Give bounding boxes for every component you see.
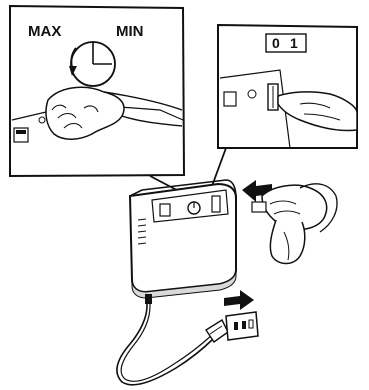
label-max: MAX bbox=[28, 23, 61, 40]
hands-pulling-tab bbox=[252, 184, 337, 264]
power-plug bbox=[206, 320, 228, 342]
label-min: MIN bbox=[116, 23, 144, 40]
knob-inset-panel: MAX MIN bbox=[10, 6, 184, 176]
switch-digit-1: 1 bbox=[290, 35, 298, 51]
switch-digit-0: 0 bbox=[272, 35, 280, 51]
power-cord bbox=[117, 294, 214, 385]
unit-power-switch bbox=[212, 196, 220, 212]
arrow-right-icon bbox=[224, 290, 254, 310]
heater-unit bbox=[130, 180, 236, 298]
switch-inset-panel: 0 1 bbox=[218, 25, 357, 148]
wall-outlet bbox=[226, 312, 258, 340]
